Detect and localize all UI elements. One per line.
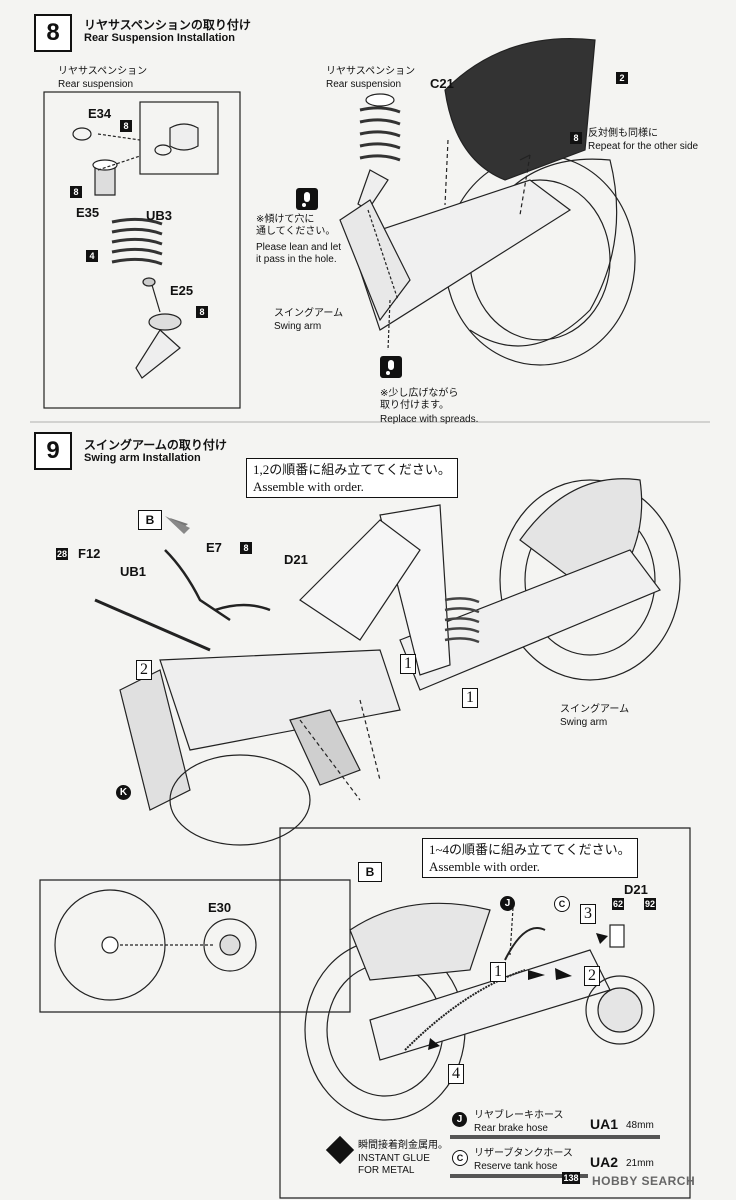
step-number-8: 8 bbox=[34, 14, 72, 52]
order-number-1: 1 bbox=[490, 962, 506, 982]
hose1-code: UA1 bbox=[590, 1116, 619, 1132]
inset-panel-rear-suspension bbox=[43, 91, 241, 409]
step-number-9: 9 bbox=[34, 432, 72, 470]
part-e25: E25 bbox=[170, 283, 194, 298]
spread-note-jp: ※少し広げながら 取り付けます。 bbox=[380, 388, 459, 411]
inset-label-en: Rear suspension bbox=[58, 79, 134, 90]
swing-arm-label-jp: スイングアーム bbox=[274, 308, 344, 319]
part-d21: D21 bbox=[284, 552, 308, 567]
swing-arm-label-en: Swing arm bbox=[274, 321, 322, 332]
glue-note-en: INSTANT GLUE FOR METAL bbox=[358, 1153, 430, 1176]
inset-panel-e30 bbox=[39, 879, 351, 1013]
hose1-name-en: Rear brake hose bbox=[474, 1123, 548, 1134]
main-label-en: Rear suspension bbox=[326, 79, 402, 90]
part-e35: E35 bbox=[76, 205, 100, 220]
badge-8: 8 bbox=[240, 542, 252, 554]
badge-8: 8 bbox=[196, 306, 208, 318]
glue-note-jp: 瞬間接着剤金属用。 bbox=[358, 1140, 448, 1151]
badge-92: 92 bbox=[644, 898, 656, 910]
badge-28: 28 bbox=[56, 548, 68, 560]
hose-c-circle: C bbox=[452, 1150, 468, 1166]
order-note-1-4: 1~4の順番に組み立ててください。 Assemble with order. bbox=[422, 838, 638, 878]
hose2-name-jp: リザーブタンクホース bbox=[474, 1148, 573, 1159]
hose2-code: UA2 bbox=[590, 1154, 619, 1170]
hose-j-circle: J bbox=[500, 896, 515, 911]
order-number-1: 1 bbox=[400, 654, 416, 674]
hose1-name-jp: リヤブレーキホース bbox=[474, 1110, 564, 1121]
ref-b-box: B bbox=[358, 862, 382, 882]
caution-icon bbox=[296, 188, 318, 210]
main-label-jp: リヤサスペンション bbox=[326, 66, 416, 77]
step9-title-jp: スイングアームの取り付け bbox=[84, 438, 227, 452]
hose2-length: 21mm bbox=[626, 1158, 654, 1169]
badge-4: 4 bbox=[86, 250, 98, 262]
hose-c-circle: C bbox=[554, 896, 570, 912]
part-ub3: UB3 bbox=[146, 208, 173, 223]
swing-arm-label-en: Swing arm bbox=[560, 717, 608, 728]
hose1-length: 48mm bbox=[626, 1120, 654, 1131]
lean-note-en: Please lean and let it pass in the hole. bbox=[256, 242, 342, 265]
order-note-jp: 1,2の順番に組み立ててください。 bbox=[253, 462, 451, 477]
order-note-en: Assemble with order. bbox=[253, 479, 364, 494]
order-number-2: 2 bbox=[136, 660, 152, 680]
part-e34: E34 bbox=[88, 106, 112, 121]
caution-icon bbox=[380, 356, 402, 378]
lean-note-jp: ※傾けて穴に 通してください。 bbox=[256, 214, 336, 237]
order-note-jp: 1~4の順番に組み立ててください。 bbox=[429, 842, 631, 857]
inset-label-jp: リヤサスペンション bbox=[58, 66, 148, 77]
ref-b-box: B bbox=[138, 510, 162, 530]
part-ub1: UB1 bbox=[120, 564, 147, 579]
spread-note-en: Replace with spreads. bbox=[380, 414, 479, 425]
step9-title-en: Swing arm Installation bbox=[84, 452, 201, 464]
step8-title-jp: リヤサスペンションの取り付け bbox=[84, 18, 251, 32]
order-note-1-2: 1,2の順番に組み立ててください。 Assemble with order. bbox=[246, 458, 458, 498]
badge-2: 2 bbox=[616, 72, 628, 84]
badge-8: 8 bbox=[70, 186, 82, 198]
part-f12: F12 bbox=[78, 546, 101, 561]
part-e30: E30 bbox=[208, 900, 232, 915]
step8-title-en: Rear Suspension Installation bbox=[84, 32, 235, 44]
part-c21: C21 bbox=[430, 76, 454, 91]
badge-138: 138 bbox=[562, 1172, 580, 1184]
order-number-2: 2 bbox=[584, 966, 600, 986]
order-note-en: Assemble with order. bbox=[429, 859, 540, 874]
detail-b-panel bbox=[279, 827, 691, 1199]
part-d21: D21 bbox=[624, 882, 648, 897]
hose2-name-en: Reserve tank hose bbox=[474, 1161, 558, 1172]
badge-8: 8 bbox=[570, 132, 582, 144]
ref-k-circle: K bbox=[116, 785, 131, 800]
badge-8: 8 bbox=[120, 120, 132, 132]
watermark: HOBBY SEARCH bbox=[592, 1174, 696, 1188]
order-number-3: 3 bbox=[580, 904, 596, 924]
order-number-4: 4 bbox=[448, 1064, 464, 1084]
order-number-1: 1 bbox=[462, 688, 478, 708]
badge-62: 62 bbox=[612, 898, 624, 910]
hose-j-circle: J bbox=[452, 1112, 467, 1127]
part-e7: E7 bbox=[206, 540, 222, 555]
repeat-note-jp: 反対側も同様に bbox=[588, 128, 658, 139]
swing-arm-label-jp: スイングアーム bbox=[560, 704, 630, 715]
repeat-note-en: Repeat for the other side bbox=[588, 141, 699, 152]
